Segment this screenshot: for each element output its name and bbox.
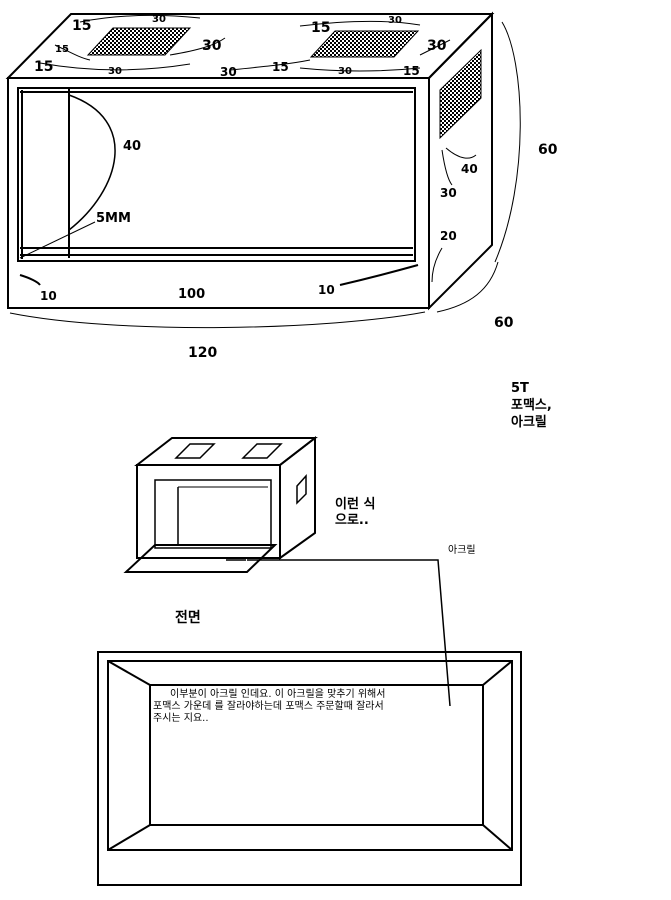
sketch-caption-1: 이런 식 (335, 496, 375, 512)
small-sketch (123, 435, 451, 707)
dim-top-15c: 15 (34, 59, 53, 75)
dim-top-15d: 15 (311, 20, 330, 36)
dim-top-30d: 30 (388, 15, 402, 26)
material-note-2: 포맥스, (511, 397, 552, 413)
dim-top-30f: 30 (338, 66, 352, 77)
dim-side-40: 40 (461, 162, 478, 176)
dim-top-30b: 30 (202, 38, 222, 54)
dim-front-10a: 10 (40, 289, 57, 303)
front-note-1: 이부분이 아크릴 인데요. 이 아크릴을 맞추기 위해서 (170, 687, 385, 700)
front-note-3: 주시는 지요.. (153, 712, 209, 724)
side-vent (439, 48, 482, 140)
dim-height-60: 60 (538, 142, 558, 158)
dim-top-15f: 15 (403, 64, 420, 78)
dim-top-30e: 30 (427, 38, 447, 54)
dim-front-100: 100 (178, 287, 205, 302)
top-vent-left (86, 27, 192, 56)
dim-depth-40: 40 (123, 139, 141, 154)
dim-top-15e: 15 (272, 60, 289, 74)
dim-depth-60: 60 (494, 315, 514, 331)
dim-top-15b: 15 (55, 44, 69, 55)
box-side-face (428, 11, 493, 311)
dim-top-30c: 30 (108, 66, 122, 77)
dim-side-20: 20 (440, 229, 457, 243)
dim-side-30: 30 (440, 186, 457, 200)
front-note-2: 포맥스 가운데 를 잘라야하는데 포맥스 주문할때 잘라서 (153, 699, 384, 712)
dim-top-30a: 30 (152, 14, 166, 25)
top-vent-right (309, 30, 420, 58)
front-label: 전면 (175, 609, 201, 626)
sketch-caption-2: 으로.. (335, 513, 369, 528)
box-opening (17, 87, 416, 262)
dim-thickness: 5MM (96, 211, 131, 226)
box-3d-drawing (5, 11, 495, 311)
dim-top-middle: 30 (220, 65, 237, 79)
dim-front-10b: 10 (318, 283, 335, 297)
material-note-1: 5T (511, 381, 529, 396)
acrylic-label: 아크릴 (448, 543, 476, 556)
material-note-3: 아크릴 (511, 414, 547, 430)
dim-total-120: 120 (188, 345, 217, 361)
dim-top-15a: 15 (72, 18, 91, 34)
box-front-face (7, 77, 430, 309)
front-view (97, 651, 522, 886)
